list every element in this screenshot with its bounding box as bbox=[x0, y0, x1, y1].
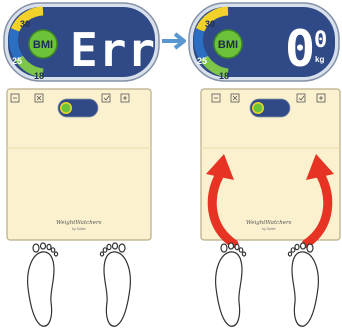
minus-icon bbox=[10, 93, 20, 103]
band-label-25: 25 bbox=[12, 56, 22, 66]
band-yellow bbox=[10, 6, 44, 33]
weight-readout-decimal: 0 bbox=[314, 28, 327, 53]
band-green bbox=[15, 55, 44, 78]
curved-arrow-left-icon bbox=[206, 154, 239, 248]
minus-icon bbox=[211, 93, 221, 103]
svg-text:by Salter: by Salter bbox=[72, 227, 87, 231]
right-scale: WeightWatchers by Salter bbox=[200, 88, 341, 241]
svg-text:WeightWatchers: WeightWatchers bbox=[56, 220, 102, 226]
err-readout: Err bbox=[70, 23, 156, 77]
left-foot-icon bbox=[27, 242, 59, 327]
bmi-button bbox=[28, 29, 58, 59]
left-display-screen bbox=[8, 7, 155, 77]
right-footprints bbox=[215, 242, 319, 327]
plus-icon bbox=[316, 93, 326, 103]
band-green bbox=[200, 55, 229, 78]
band-yellow bbox=[195, 6, 229, 33]
band-blue bbox=[193, 28, 208, 61]
band-blue bbox=[8, 28, 23, 61]
check-icon bbox=[101, 93, 111, 103]
left-display-zoom: 30 25 18 BMI Err bbox=[3, 2, 160, 82]
right-arrow-icon bbox=[162, 32, 186, 50]
check-icon bbox=[296, 93, 306, 103]
left-scale: WeightWatchers by Salter bbox=[6, 88, 152, 241]
right-foot-icon bbox=[287, 242, 319, 327]
brand-logo: WeightWatchers by Salter bbox=[246, 220, 292, 231]
brand-logo: WeightWatchers by Salter bbox=[56, 220, 102, 231]
lift-arrows bbox=[206, 154, 334, 248]
band-label-30: 30 bbox=[20, 19, 30, 29]
right-foot-icon bbox=[99, 242, 131, 327]
mini-display bbox=[249, 98, 291, 118]
svg-text:WeightWatchers: WeightWatchers bbox=[246, 220, 292, 226]
x-icon bbox=[230, 93, 240, 103]
bmi-button bbox=[213, 29, 243, 59]
band-label-18: 18 bbox=[34, 71, 44, 81]
weight-readout-main: 0 bbox=[285, 20, 315, 78]
bmi-label: BMI bbox=[218, 39, 238, 51]
bmi-label: BMI bbox=[33, 39, 53, 51]
right-display-screen bbox=[193, 7, 335, 77]
left-foot-icon bbox=[215, 242, 247, 327]
left-footprints bbox=[27, 242, 131, 327]
x-icon bbox=[34, 93, 44, 103]
svg-text:by Salter: by Salter bbox=[262, 227, 277, 231]
band-label-18: 18 bbox=[219, 71, 229, 81]
band-label-25: 25 bbox=[197, 56, 207, 66]
plus-icon bbox=[120, 93, 130, 103]
right-display-zoom: 30 25 18 BMI 0 0 kg bbox=[188, 2, 340, 82]
unit-label: kg bbox=[315, 55, 324, 64]
curved-arrow-right-icon bbox=[301, 154, 334, 248]
mini-display bbox=[57, 98, 99, 118]
band-label-30: 30 bbox=[205, 19, 215, 29]
